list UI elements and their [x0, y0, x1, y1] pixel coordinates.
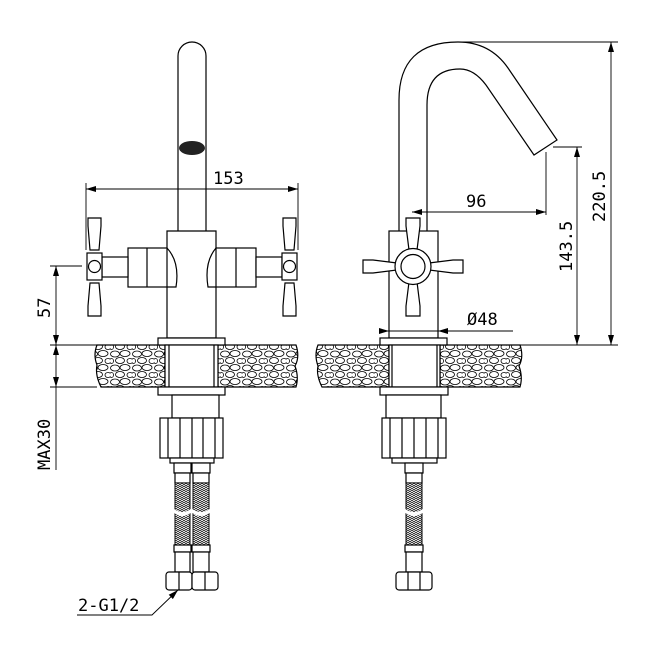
- countertop-side: [315, 344, 523, 388]
- dim-label-96: 96: [466, 192, 486, 212]
- dimension-counter-thickness: MAX30: [35, 345, 97, 470]
- side-view: 96 143.5 220.5 Ø48: [315, 41, 618, 591]
- dim-label-max30: MAX30: [35, 419, 55, 470]
- base-flange: [157, 337, 226, 346]
- hex-nuts: [165, 571, 219, 591]
- aerator: [179, 141, 205, 155]
- dim-label-220-5: 220.5: [590, 171, 610, 222]
- supply-hose-1: [173, 462, 192, 573]
- callout-label-g12: 2-G1/2: [78, 596, 139, 616]
- dimension-handle-height: 57: [35, 265, 97, 346]
- shank: [164, 344, 219, 388]
- spout-gooseneck: [398, 41, 558, 233]
- dimension-overall-height: 220.5: [460, 41, 618, 346]
- dimension-spout-reach: 96: [412, 152, 547, 215]
- dim-label-153: 153: [213, 169, 244, 189]
- lock-washer: [157, 386, 226, 396]
- valve-body: [166, 230, 217, 339]
- supply-hose-side: [395, 462, 433, 591]
- left-valve: [86, 217, 168, 317]
- callout-connection: 2-G1/2: [77, 589, 179, 616]
- dimension-outlet-height: 143.5: [553, 146, 582, 345]
- dim-label-57: 57: [35, 298, 55, 318]
- base-flange-side: [379, 337, 448, 346]
- mounting-nut-side: [381, 417, 447, 464]
- cross-handle: [362, 217, 464, 317]
- countertop-front: [94, 344, 299, 388]
- mounting-nut: [159, 417, 224, 464]
- spout-tube: [177, 41, 207, 231]
- right-valve: [215, 217, 298, 317]
- dim-label-143-5: 143.5: [557, 221, 577, 272]
- dimension-handle-span: 153: [85, 169, 299, 250]
- dim-label-48: Ø48: [467, 310, 498, 330]
- dimension-base-diameter: Ø48: [379, 310, 513, 334]
- front-view: 153 57 MAX30 2-G1/2: [35, 41, 299, 616]
- supply-hose-2: [191, 462, 211, 573]
